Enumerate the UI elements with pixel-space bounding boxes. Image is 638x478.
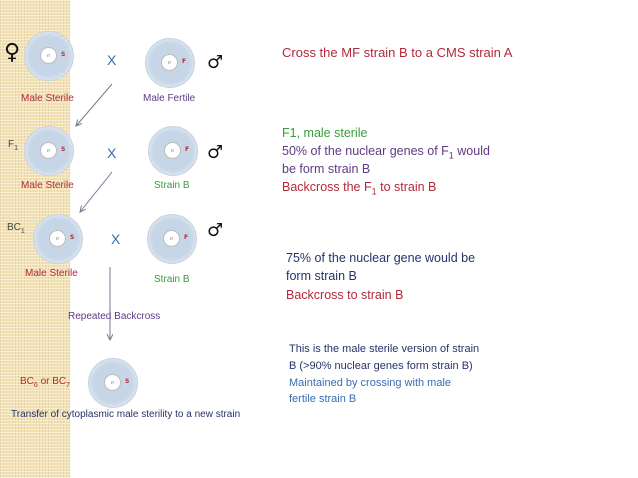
cytoplasm-label: F <box>182 58 187 65</box>
f1-generation-label: F1 <box>8 139 19 152</box>
bc1-generation-label: BC1 <box>7 222 25 235</box>
bc-note-line1: 75% of the nuclear gene would be <box>286 251 476 265</box>
cytoplasm-label: F <box>184 234 189 241</box>
arrow-f1-to-bc1 <box>80 171 113 212</box>
male-symbol: ♂ <box>207 142 224 163</box>
repeated-backcross-label: Repeated Backcross <box>68 311 161 322</box>
row2-female-label: Male Sterile <box>21 180 74 191</box>
cross-symbol: X <box>111 231 121 247</box>
row2-male-label: Strain B <box>154 180 190 191</box>
nucleus: rr <box>49 230 66 247</box>
f1-note-line3: be form strain B <box>282 162 371 176</box>
bc-note-line2: form strain B <box>286 269 357 283</box>
final-caption: Transfer of cytoplasmic male sterility t… <box>11 409 241 420</box>
cytoplasm-label: S <box>125 378 130 385</box>
cytoplasm-label: S <box>61 51 66 58</box>
bc-note-line3: Backcross to strain B <box>286 288 404 302</box>
row3-female-label: Male Sterile <box>25 268 78 279</box>
cytoplasm-label: F <box>185 146 190 153</box>
female-symbol: ♀ <box>4 40 21 65</box>
f1-note-line2: 50% of the nuclear genes of F1 would <box>282 144 490 161</box>
nucleus: rr <box>164 142 181 159</box>
male-symbol: ♂ <box>207 220 224 241</box>
f1-note-line1: F1, male sterile <box>282 126 368 140</box>
nucleus: rr <box>163 230 180 247</box>
cytoplasm-label: S <box>70 234 75 241</box>
cross-title: Cross the MF strain B to a CMS strain A <box>282 45 513 60</box>
final-note-line2: B (>90% nuclear genes form strain B) <box>289 360 473 372</box>
male-symbol: ♂ <box>207 52 224 73</box>
f1-note-line4: Backcross the F1 to strain B <box>282 180 437 197</box>
cross-symbol: X <box>107 145 117 161</box>
cross-symbol: X <box>107 52 117 68</box>
nucleus: rr <box>161 54 178 71</box>
row3-male-label: Strain B <box>154 274 190 285</box>
nucleus: rr <box>104 374 121 391</box>
cytoplasm-label: S <box>61 146 66 153</box>
row1-female-label: Male Sterile <box>21 93 74 104</box>
final-note-line3: Maintained by crossing with male <box>289 377 452 389</box>
final-note-line4: fertile strain B <box>289 393 357 405</box>
final-note-line1: This is the male sterile version of stra… <box>289 343 480 355</box>
row1-male-label: Male Fertile <box>143 93 196 104</box>
nucleus: rr <box>40 47 57 64</box>
arrow-parents-to-f1 <box>76 83 113 126</box>
nucleus: rr <box>40 142 57 159</box>
final-generation-label: BC6 or BC7 <box>20 376 71 389</box>
